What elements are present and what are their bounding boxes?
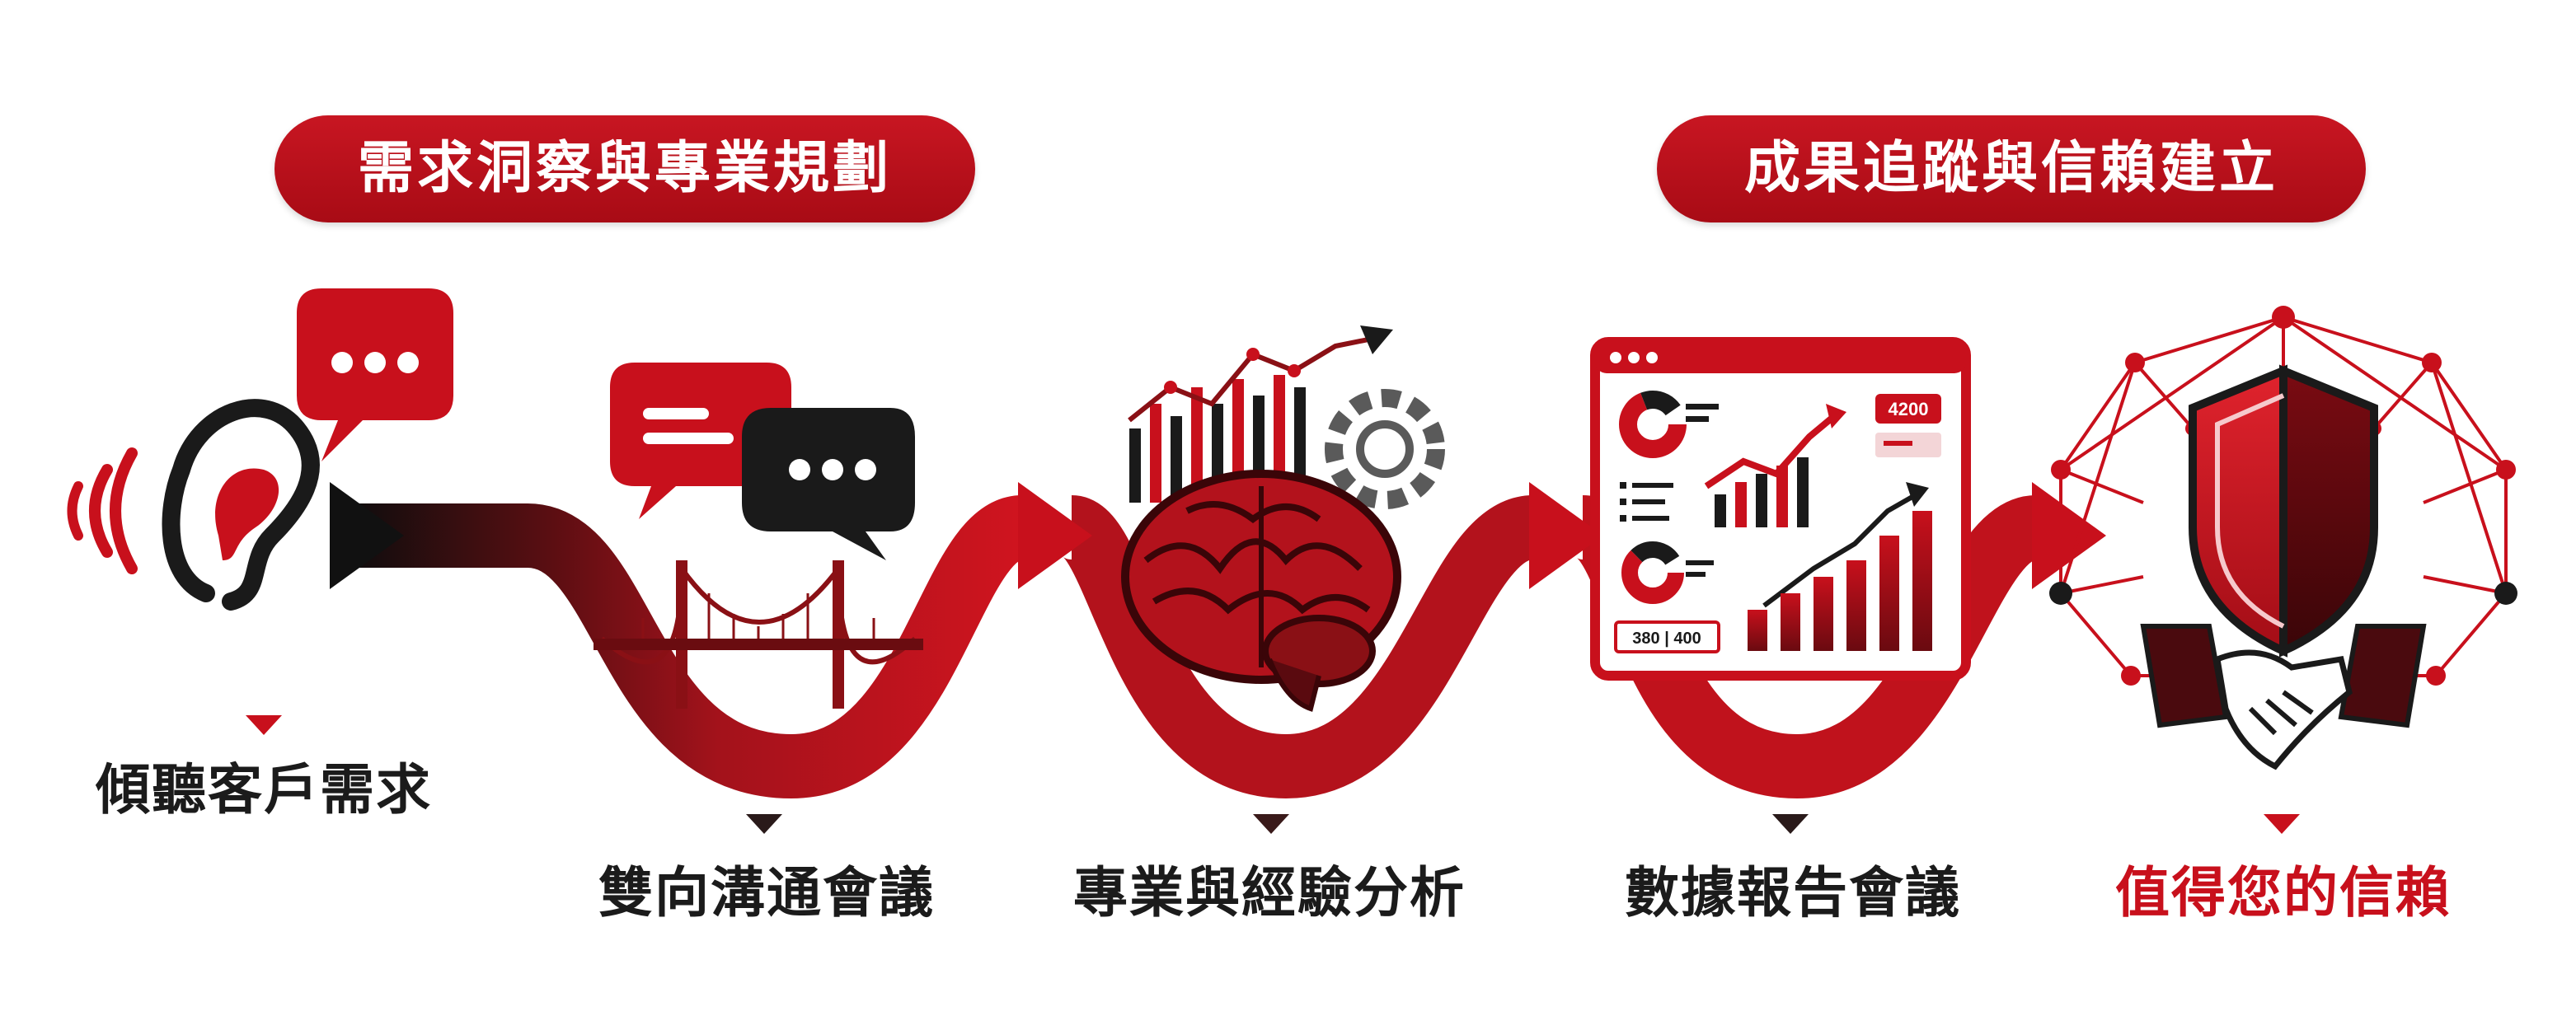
flow-arrow-2 bbox=[1018, 482, 1092, 589]
flow-arrows bbox=[330, 482, 2106, 589]
header-pill-tracking-trust: 成果追蹤與信賴建立 bbox=[1657, 115, 2366, 222]
step-marker-1 bbox=[246, 715, 282, 735]
step-caption-listen: 傾聽客戶需求 bbox=[96, 758, 432, 822]
dashboard-report-icon: 4200 380 | 400 bbox=[1590, 337, 1971, 681]
flow-arrow-4 bbox=[2032, 482, 2106, 589]
step-marker-5 bbox=[2264, 814, 2300, 834]
flow-arrow-1 bbox=[330, 482, 404, 589]
step-caption-trust: 值得您的信賴 bbox=[2115, 861, 2452, 925]
step-marker-4 bbox=[1772, 814, 1809, 834]
flow-arrow-3 bbox=[1529, 482, 1603, 589]
step-markers bbox=[246, 715, 2300, 834]
brain-analysis-icon bbox=[1121, 325, 1445, 712]
dashboard-bottom-value: 380 | 400 bbox=[1632, 630, 1701, 648]
speech-bubbles-bridge-icon bbox=[594, 363, 923, 709]
step-caption-communication: 雙向溝通會議 bbox=[598, 861, 935, 925]
step-caption-analysis: 專業與經驗分析 bbox=[1073, 861, 1466, 925]
header-pill-insight-planning: 需求洞察與專業規劃 bbox=[274, 115, 975, 222]
step-marker-3 bbox=[1253, 814, 1289, 834]
shield-handshake-icon bbox=[2049, 306, 2517, 770]
dashboard-top-value: 4200 bbox=[1889, 399, 1929, 419]
ear-listening-icon bbox=[67, 288, 453, 611]
step-caption-report: 數據報告會議 bbox=[1625, 861, 1961, 925]
step-marker-2 bbox=[746, 814, 782, 834]
